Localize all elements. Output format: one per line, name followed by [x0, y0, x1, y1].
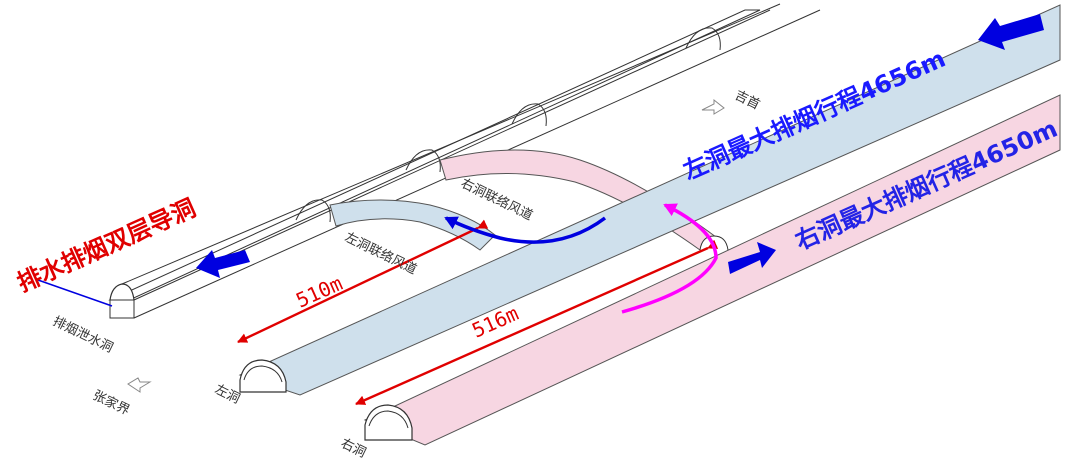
distance-510-label: 510m — [292, 271, 346, 313]
hollow-arrow-icon — [127, 377, 152, 393]
block-arrow-icon — [978, 14, 1044, 50]
right-smoke-flow-path — [621, 203, 718, 314]
block-arrow-icon — [728, 242, 776, 274]
direction-far-label: 吉首 — [732, 88, 762, 113]
drainage-tunnel-name: 排烟泄水洞 — [50, 314, 115, 356]
right-tunnel-label: 右洞 — [338, 436, 368, 461]
drainage-tunnel-title: 排水排烟双层导洞 — [13, 194, 200, 298]
direction-near-label: 张家界 — [90, 387, 132, 418]
title-leader-line — [37, 279, 113, 307]
right-connector-label: 右洞联络风道 — [458, 175, 535, 224]
measure-line-516 — [355, 239, 719, 406]
block-arrow-icon — [196, 250, 250, 278]
hollow-arrow-icon — [701, 98, 725, 115]
left-tunnel-label: 左洞 — [212, 382, 242, 407]
left-smoke-flow-path — [444, 216, 607, 244]
left-connector-label: 左洞联络风道 — [342, 229, 419, 278]
